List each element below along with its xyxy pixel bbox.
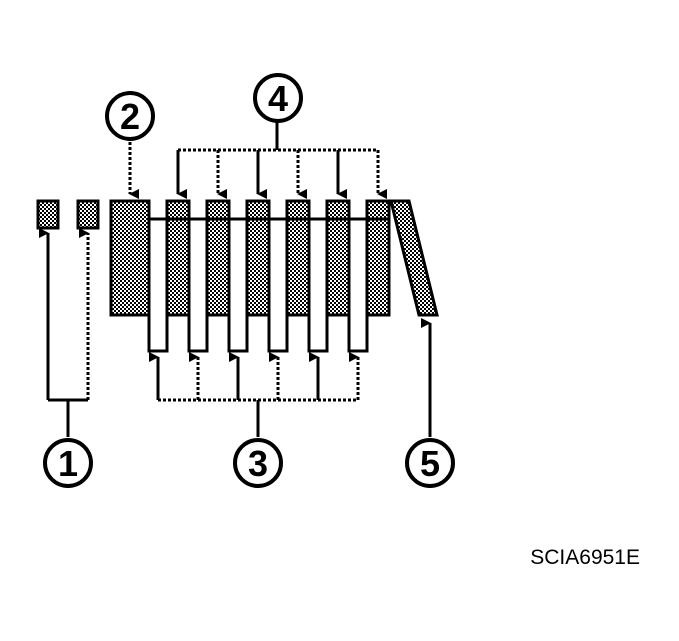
callout-5: 5 [405, 438, 455, 488]
leader-3 [149, 352, 360, 437]
callout-1-label: 1 [58, 443, 78, 484]
shaded-plates [165, 199, 391, 317]
leader-1 [39, 228, 90, 437]
shaded-plate [205, 199, 231, 317]
callout-4: 4 [253, 73, 303, 123]
figure-code: SCIA6951E [530, 546, 640, 569]
plain-plate [147, 217, 169, 353]
small-plates [36, 199, 100, 230]
plain-plate [267, 217, 289, 353]
callout-1: 1 [43, 438, 93, 488]
plain-plate [227, 217, 249, 353]
shaded-plate [325, 199, 351, 317]
plain-plate [347, 217, 369, 353]
callout-5-label: 5 [420, 443, 440, 484]
callout-2: 2 [105, 91, 155, 141]
small-plate-right [76, 199, 100, 230]
plain-plate [307, 217, 329, 353]
shaded-plate [365, 199, 391, 317]
callout-3-label: 3 [248, 443, 268, 484]
leader-4 [176, 122, 387, 199]
small-plate-left [36, 199, 60, 230]
shaded-plate [165, 199, 191, 317]
callout-4-label: 4 [268, 78, 288, 119]
shaded-plate [285, 199, 311, 317]
shaded-plate [245, 199, 271, 317]
plain-plate [187, 217, 209, 353]
end-plate [109, 199, 151, 317]
dished-plate [389, 199, 439, 317]
callout-3: 3 [233, 438, 283, 488]
callout-2-label: 2 [120, 96, 140, 137]
